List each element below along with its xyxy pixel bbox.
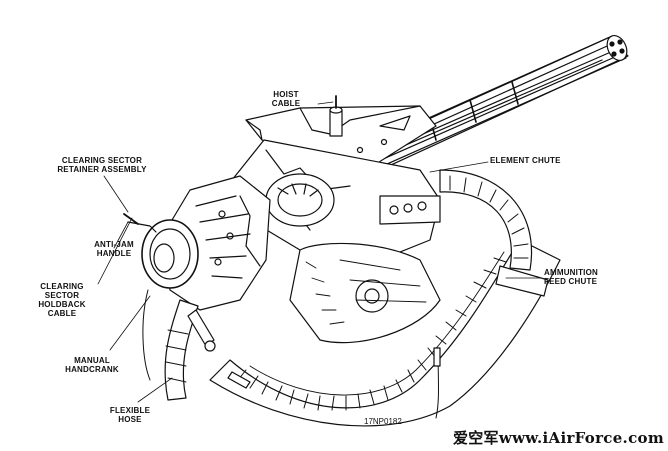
gun-housing [231, 139, 441, 261]
drive-assembly [123, 175, 271, 401]
label-clearing-sector-retainer: CLEARING SECTOR RETAINER ASSEMBLY [57, 156, 147, 174]
label-flexible-hose: FLEXIBLE HOSE [109, 406, 151, 424]
leader-anti-jam [113, 221, 129, 249]
leader-hoist-cable [317, 101, 334, 105]
leader-lines [97, 101, 541, 403]
drawing-id: 17NP0182 [364, 417, 402, 426]
leader-holdback [97, 217, 133, 285]
label-clearing-sector-holdback-cable: CLEARING SECTOR HOLDBACK CABLE [38, 282, 86, 318]
watermark: 爱空军www.iAirForce.com [452, 429, 664, 447]
ammunition-chute [209, 169, 561, 427]
leader-element-chute [429, 161, 489, 173]
leader-flexible-hose [137, 377, 173, 403]
label-ammunition-feed-chute: AMMUNITION FEED CHUTE [544, 268, 598, 286]
label-anti-jam-handle: ANTI-JAM HANDLE [94, 240, 134, 258]
label-manual-handcrank: MANUAL HANDCRANK [65, 356, 119, 374]
leader-clearing-sector-retainer [103, 175, 129, 213]
label-element-chute: ELEMENT CHUTE [490, 156, 561, 165]
label-hoist-cable: HOIST CABLE [271, 90, 301, 108]
barrel-cluster [359, 35, 629, 171]
leader-handcrank [109, 295, 151, 351]
